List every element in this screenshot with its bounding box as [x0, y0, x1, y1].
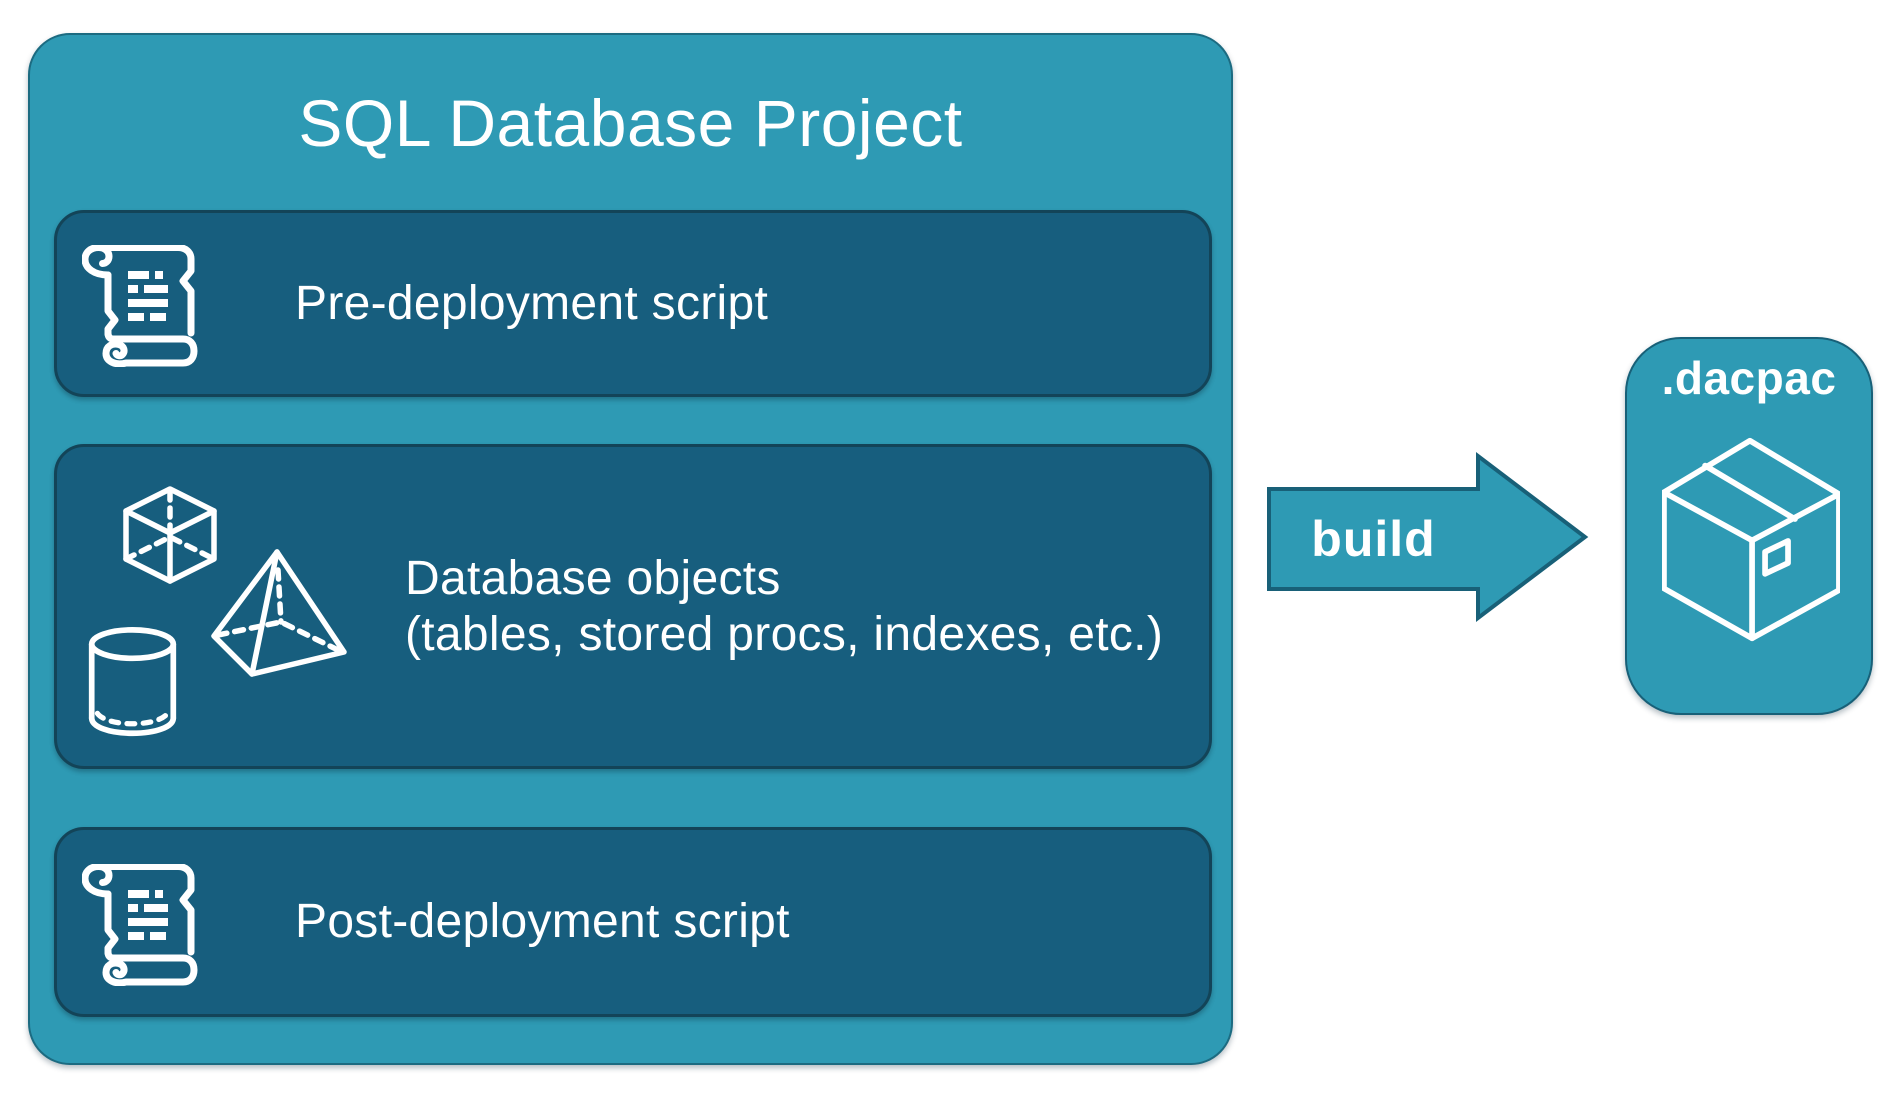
cube-icon — [123, 486, 217, 584]
package-icon — [1662, 437, 1840, 642]
database-objects-line1: Database objects — [405, 551, 781, 605]
pre-deployment-label: Pre-deployment script — [295, 276, 769, 330]
dacpac-box: .dacpac — [1625, 337, 1873, 715]
project-title: SQL Database Project — [298, 86, 963, 160]
post-deployment-label: Post-deployment script — [295, 895, 790, 948]
pre-deployment-box: Pre-deployment script — [54, 210, 1212, 397]
pyramid-icon — [211, 549, 347, 677]
database-objects-box: Database objects (tables, stored procs, … — [54, 444, 1212, 769]
sql-project-container: SQL Database Project Pre-deployment scri… — [28, 33, 1233, 1065]
database-objects-label: Database objects (tables, stored procs, … — [405, 551, 1163, 663]
database-objects-line2: (tables, stored procs, indexes, etc.) — [405, 607, 1164, 661]
build-label: build — [1311, 511, 1436, 567]
build-arrow: build — [1267, 451, 1589, 623]
scroll-icon — [82, 245, 198, 367]
cylinder-icon — [88, 627, 177, 737]
post-deployment-box: Post-deployment script — [54, 827, 1212, 1017]
right-arrow-icon — [1267, 451, 1589, 623]
dacpac-label: .dacpac — [1661, 352, 1837, 404]
scroll-icon — [82, 864, 198, 986]
